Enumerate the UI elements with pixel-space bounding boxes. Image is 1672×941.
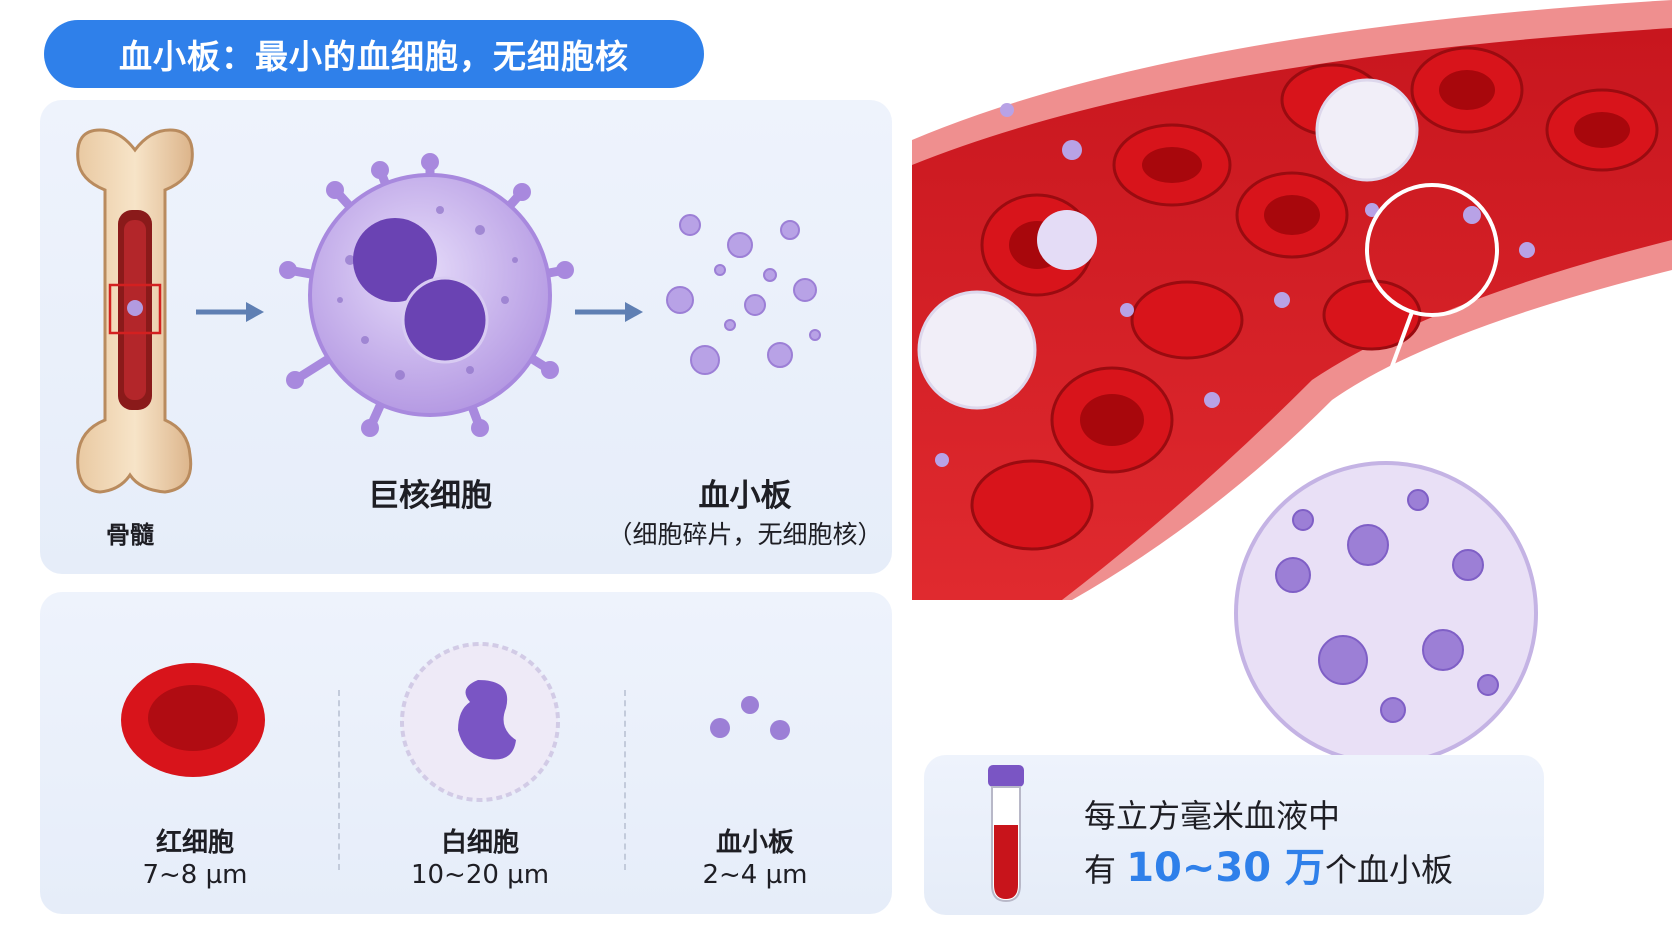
white-cell-label: 白细胞 <box>440 828 519 858</box>
test-tube-icon <box>988 765 1024 903</box>
divider <box>624 690 626 870</box>
white-cell-size: 10~20 µm <box>410 860 550 890</box>
count-prefix: 有 <box>1084 851 1127 889</box>
arrow-right-icon <box>575 302 643 322</box>
white-blood-cell-icon <box>400 642 560 802</box>
megakaryocyte-label: 巨核细胞 <box>368 478 492 514</box>
divider <box>338 690 340 870</box>
red-cell-label: 红细胞 <box>155 828 234 858</box>
blood-vessel-illustration <box>912 0 1672 600</box>
red-blood-cell-icon <box>121 663 265 777</box>
bone-marrow-label: 骨髓 <box>106 521 154 549</box>
platelet-icon <box>710 696 790 740</box>
bone-marrow-illustration <box>76 128 194 494</box>
count-number: 10~30 万 <box>1126 845 1325 891</box>
platelet-fragments-illustration <box>666 214 821 375</box>
page-title: 血小板：最小的血细胞，无细胞核 <box>44 20 704 88</box>
platelet-note: （细胞碎片，无细胞核） <box>607 520 883 549</box>
red-cell-size: 7~8 µm <box>142 860 248 890</box>
platelet-label: 血小板 <box>698 478 792 514</box>
count-suffix: 个血小板 <box>1324 851 1453 889</box>
platelet-size: 2~4 µm <box>702 860 808 890</box>
platelet-size-label: 血小板 <box>715 828 794 858</box>
count-line-2: 有 10~30 万个血小板 <box>1084 835 1453 893</box>
megakaryocyte-illustration <box>279 153 574 437</box>
platelet-count-box: 每立方毫米血液中 有 10~30 万个血小板 <box>924 755 1544 915</box>
magnified-platelets-illustration <box>1234 461 1538 765</box>
count-line-1: 每立方毫米血液中 <box>1084 797 1341 835</box>
title-text: 血小板：最小的血细胞，无细胞核 <box>119 37 629 76</box>
arrow-right-icon <box>196 302 264 322</box>
